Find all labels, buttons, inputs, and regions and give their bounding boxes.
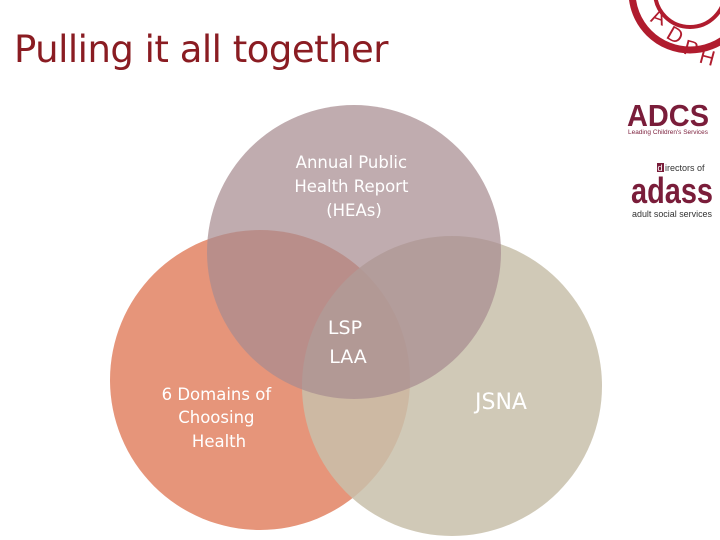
adass-logo-tagline: adult social services [632,209,712,219]
adass-logo-prefix-box [657,163,664,172]
venn-label-right-line-1: JSNA [473,390,527,415]
adcs-logo-tagline: Leading Children's Services [628,130,708,136]
venn-label-left: 6 Domains of Choosing Health [162,385,277,451]
adcs-logo: ADCS Leading Children's Services [627,98,709,136]
adph-logo-ring-inner [653,0,720,29]
venn-label-center: LSP LAA [328,317,368,368]
venn-label-left-line-2: Choosing [178,408,254,427]
adass-logo-name: adass [631,170,713,211]
adass-logo-prefix-initial: d [658,163,663,173]
venn-label-center-line-1: LSP [328,317,362,339]
adass-logo-prefix: irectors of [665,163,705,173]
venn-label-top: Annual Public Health Report (HEAs) [294,153,413,220]
adcs-logo-name: ADCS [627,98,709,133]
venn-label-right: JSNA [473,390,527,415]
adph-logo-ring-outer [629,0,720,54]
venn-label-left-line-1: 6 Domains of [162,385,273,404]
adph-letter-h: H [697,45,718,71]
venn-label-top-line-1: Annual Public [296,153,407,172]
venn-label-center-line-2: LAA [329,346,367,368]
adph-letter-p: P [681,36,700,62]
venn-label-top-line-3: (HEAs) [326,201,382,220]
slide-title: Pulling it all together [14,28,389,71]
venn-label-left-line-3: Health [192,432,246,451]
adass-logo: d irectors of adass adult social service… [631,163,713,219]
adph-logo: A D P H [629,0,720,71]
venn-circle-top [207,105,501,399]
venn-label-top-line-2: Health Report [294,177,409,196]
adph-letter-a: A [648,4,669,30]
